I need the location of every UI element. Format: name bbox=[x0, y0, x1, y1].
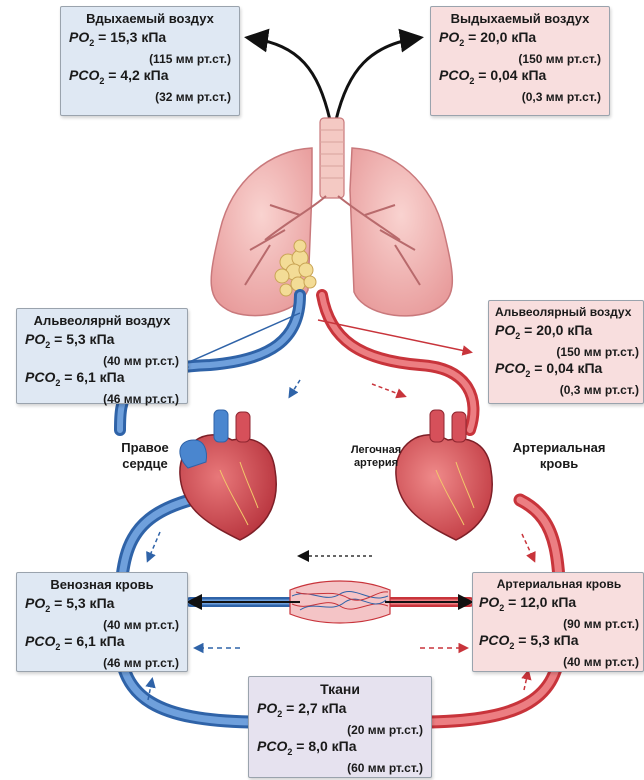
alveolar-right-title: Альвеолярный воздух bbox=[495, 305, 639, 319]
inhaled-air-title: Вдыхаемый воздух bbox=[69, 11, 231, 26]
alveolar-air-right-box: Альвеолярный воздух PO2 = 20,0 кПа (150 … bbox=[488, 300, 644, 404]
inhaled-pco2-mm: (32 мм рт.ст.) bbox=[69, 90, 231, 105]
alveolar-left-pco2: PCO2 = 6,1 кПа bbox=[25, 369, 179, 392]
arterial-blood-label: Артериальная кровь bbox=[500, 440, 618, 472]
arterial-po2: PO2 = 12,0 кПа bbox=[479, 594, 639, 617]
exhaled-air-title: Выдыхаемый воздух bbox=[439, 11, 601, 26]
venous-pco2: PCO2 = 6,1 кПа bbox=[25, 633, 179, 656]
tissues-title: Ткани bbox=[257, 681, 423, 697]
tissues-pco2: PCO2 = 8,0 кПа bbox=[257, 738, 423, 761]
tissues-po2: PO2 = 2,7 кПа bbox=[257, 700, 423, 723]
tissues-pco2-mm: (60 мм рт.ст.) bbox=[257, 761, 423, 776]
venous-blood-title: Венозная кровь bbox=[25, 577, 179, 592]
alveolar-air-left-box: Альвеолярнй воздух PO2 = 5,3 кПа (40 мм … bbox=[16, 308, 188, 404]
alveolar-left-pco2-mm: (46 мм рт.ст.) bbox=[25, 392, 179, 407]
exhale-arrow bbox=[336, 38, 418, 120]
tissues-po2-mm: (20 мм рт.ст.) bbox=[257, 723, 423, 738]
alveolar-right-pco2-mm: (0,3 мм рт.ст.) bbox=[495, 383, 639, 398]
inhaled-air-box: Вдыхаемый воздух PO2 = 15,3 кПа (115 мм … bbox=[60, 6, 240, 116]
inhaled-po2: PO2 = 15,3 кПа bbox=[69, 29, 231, 52]
inhale-arrow bbox=[250, 38, 330, 120]
exhaled-air-box: Выдыхаемый воздух PO2 = 20,0 кПа (150 мм… bbox=[430, 6, 610, 116]
arterial-pco2-mm: (40 мм рт.ст.) bbox=[479, 655, 639, 670]
lungs bbox=[211, 118, 452, 316]
exhaled-po2-mm: (150 мм рт.ст.) bbox=[439, 52, 601, 67]
right-heart bbox=[180, 410, 276, 540]
alveolar-left-po2: PO2 = 5,3 кПа bbox=[25, 331, 179, 354]
capillary-bed bbox=[290, 581, 390, 623]
arterial-po2-mm: (90 мм рт.ст.) bbox=[479, 617, 639, 632]
arterial-blood-title: Артериальная кровь bbox=[479, 577, 639, 591]
alveolar-right-pco2: PCO2 = 0,04 кПа bbox=[495, 360, 639, 383]
exhaled-pco2: PCO2 = 0,04 кПа bbox=[439, 67, 601, 90]
tissues-box: Ткани PO2 = 2,7 кПа (20 мм рт.ст.) PCO2 … bbox=[248, 676, 432, 778]
exhaled-pco2-mm: (0,3 мм рт.ст.) bbox=[439, 90, 601, 105]
right-heart-label: Правое сердце bbox=[110, 440, 180, 472]
exhaled-po2: PO2 = 20,0 кПа bbox=[439, 29, 601, 52]
venous-po2: PO2 = 5,3 кПа bbox=[25, 595, 179, 618]
left-heart bbox=[396, 410, 492, 540]
arterial-blood-box: Артериальная кровь PO2 = 12,0 кПа (90 мм… bbox=[472, 572, 644, 672]
alveolar-left-po2-mm: (40 мм рт.ст.) bbox=[25, 354, 179, 369]
inhaled-po2-mm: (115 мм рт.ст.) bbox=[69, 52, 231, 67]
venous-blood-box: Венозная кровь PO2 = 5,3 кПа (40 мм рт.с… bbox=[16, 572, 188, 672]
pulmonary-artery-label: Легочная артерия bbox=[336, 444, 416, 470]
alveolar-left-title: Альвеолярнй воздух bbox=[25, 313, 179, 328]
inhaled-pco2: PCO2 = 4,2 кПа bbox=[69, 67, 231, 90]
alveolar-right-po2-mm: (150 мм рт.ст.) bbox=[495, 345, 639, 360]
venous-pco2-mm: (46 мм рт.ст.) bbox=[25, 656, 179, 671]
alveolar-right-po2: PO2 = 20,0 кПа bbox=[495, 322, 639, 345]
venous-po2-mm: (40 мм рт.ст.) bbox=[25, 618, 179, 633]
arterial-pco2: PCO2 = 5,3 кПа bbox=[479, 632, 639, 655]
